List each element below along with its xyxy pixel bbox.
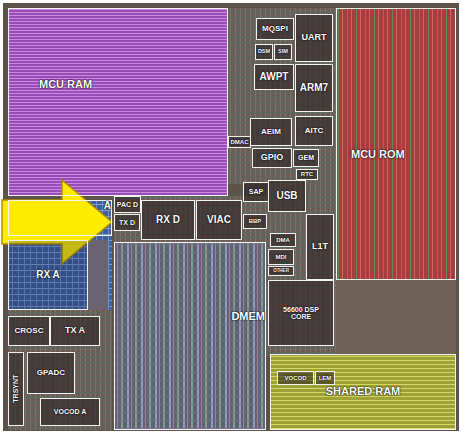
chip-block: RX A <box>8 240 88 310</box>
block-label: RX D <box>156 215 180 226</box>
chip-block: L1T <box>306 214 334 280</box>
block-label: GPIO <box>261 153 284 162</box>
block-label: TRSYNT <box>12 375 19 403</box>
block-label: LEM <box>319 375 332 381</box>
chip-block: A <box>8 200 112 236</box>
block-label: MCU RAM <box>39 79 92 91</box>
chip-block: MQSPI <box>256 18 294 40</box>
chip-block: SIM <box>274 44 292 60</box>
block-label: RTC <box>301 171 313 177</box>
block-label: GPADC <box>37 369 65 377</box>
chip-block: MCU RAM <box>8 8 228 196</box>
chip-block: VIAC <box>196 200 242 240</box>
block-label: SAP <box>249 188 263 195</box>
chip-block: ARM7 <box>295 64 333 112</box>
chip-block: 56600 DSP CORE <box>268 280 334 346</box>
block-label: USB <box>276 191 297 202</box>
chip-block: OTHER <box>268 266 294 276</box>
chip-block: MDI <box>268 249 294 265</box>
chip-block: RX D <box>141 200 195 240</box>
chip-block: DMA <box>270 233 296 247</box>
chip-block: PAC D <box>114 196 141 213</box>
block-label: DMA <box>276 237 290 243</box>
block-label: DMAC <box>231 139 249 145</box>
chip-block: UART <box>295 14 333 62</box>
chip-block: AEIM <box>250 118 292 146</box>
block-label: UART <box>302 33 327 42</box>
chip-block: AITC <box>295 116 333 146</box>
chip-block: CROSC <box>8 316 50 346</box>
block-label: AITC <box>305 127 324 135</box>
block-label: BBP <box>249 218 262 224</box>
block-label: MDI <box>276 254 287 260</box>
block-label: 56600 DSP CORE <box>281 306 321 321</box>
block-label: AEIM <box>261 128 281 136</box>
block-label: OTHER <box>273 269 289 274</box>
block-label: VOCOD <box>284 375 306 381</box>
block-label: VOCOD A <box>54 408 86 415</box>
chip-block: MCU ROM <box>336 8 456 280</box>
block-label: SHARED RAM <box>326 386 401 398</box>
chip-block: TX A <box>50 316 100 346</box>
chip-block: RTC <box>296 169 318 180</box>
block-label: AWPT <box>260 72 289 83</box>
block-label: TX D <box>119 219 135 226</box>
chip-block: TX D <box>114 214 140 231</box>
block-label: A <box>104 201 111 212</box>
block-label: MQSPI <box>262 25 288 33</box>
block-label: DMEM <box>231 311 265 323</box>
block-label: DSM <box>258 49 270 55</box>
chip-block: DSM <box>255 44 273 60</box>
chip-block: DMEM <box>114 242 266 430</box>
block-label: SIM <box>278 49 288 55</box>
chip-block: VOCOD <box>277 371 314 385</box>
block-label: RX A <box>36 270 60 281</box>
chip-block: AWPT <box>254 64 294 90</box>
block-label: VIAC <box>207 215 231 226</box>
chip-block: GPADC <box>27 352 75 394</box>
chip-block: TRSYNT <box>8 352 24 426</box>
chip-block: GPIO <box>252 148 292 168</box>
block-label: TX A <box>65 326 85 335</box>
block-label: PAC D <box>117 201 138 208</box>
chip-block: BBP <box>243 214 267 229</box>
block-label: ARM7 <box>300 83 328 94</box>
chip-block: SHARED RAM <box>270 354 456 430</box>
chip-block: DMAC <box>228 136 251 148</box>
block-label: GEM <box>298 154 314 161</box>
block-label: CROSC <box>15 327 44 335</box>
block-label: L1T <box>312 242 328 251</box>
chip-block: USB <box>268 180 306 212</box>
chip-block: SAP <box>243 182 269 202</box>
chip-block: LEM <box>315 371 335 385</box>
chip-block: VOCOD A <box>40 398 100 426</box>
chip-block: GEM <box>293 149 319 167</box>
block-label: MCU ROM <box>351 149 405 161</box>
